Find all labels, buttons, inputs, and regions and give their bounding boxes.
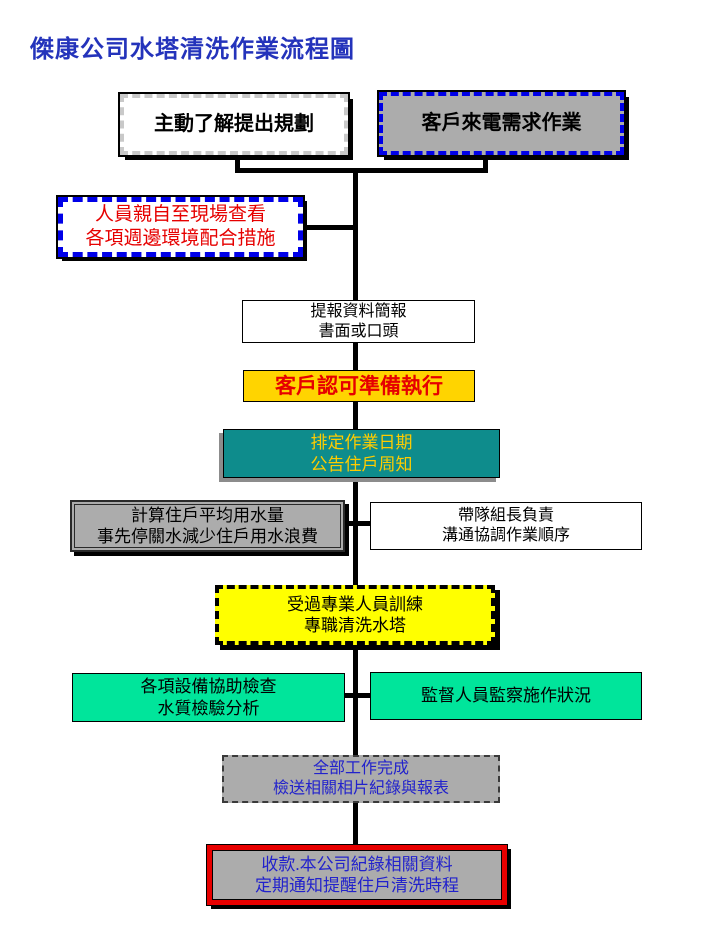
connector-site-visit-stub	[301, 225, 355, 230]
flow-box-water-calc-line2: 事先停關水減少住戶用水浪費	[97, 527, 318, 546]
flow-box-equipment-line1: 各項設備協助檢查	[140, 677, 277, 697]
flow-box-equipment-line2: 水質檢驗分析	[157, 698, 260, 718]
flow-box-briefing: 提報資料簡報 書面或口頭	[242, 300, 475, 343]
flow-box-team-lead-line2: 溝通協調作業順序	[441, 527, 570, 544]
flow-box-water-calc-line1: 計算住戶平均用水量	[131, 505, 284, 525]
flow-box-team-lead-line1: 帶隊組長負責	[457, 507, 554, 524]
connector-equipment-stub	[343, 693, 373, 698]
flow-box-supervision: 監督人員監察施作狀況	[370, 672, 642, 720]
connector-main-vertical	[353, 168, 358, 845]
flow-box-payment-line1: 收款.本公司紀錄相關資料	[261, 854, 453, 874]
connector-plan-stub	[235, 156, 240, 170]
flow-box-site-visit-line1: 人員親自至現場查看	[94, 204, 266, 226]
flow-box-plan-label: 主動了解提出規劃	[154, 113, 314, 135]
connector-top-horizontal	[235, 168, 488, 173]
flow-box-customer-call-label: 客戶來電需求作業	[421, 112, 582, 134]
flow-box-supervision-label: 監督人員監察施作狀況	[421, 686, 591, 706]
flow-box-trained-crew-line1: 受過專業人員訓練	[287, 594, 423, 614]
connector-water-calc-stub	[343, 521, 373, 526]
flow-box-plan: 主動了解提出規劃	[118, 92, 350, 157]
flow-box-customer-call: 客戶來電需求作業	[377, 90, 626, 157]
flow-box-completion-line1: 全部工作完成	[312, 760, 409, 777]
flow-box-site-visit-line2: 各項週邊環境配合措施	[85, 228, 276, 249]
flow-box-approval-label: 客戶認可準備執行	[275, 373, 443, 398]
connector-call-stub	[483, 155, 488, 170]
page-title: 傑康公司水塔清洗作業流程圖	[30, 36, 355, 63]
flow-box-completion-line2: 檢送相關相片紀錄與報表	[272, 780, 449, 797]
flow-box-schedule-line1: 排定作業日期	[310, 433, 413, 453]
flow-box-payment-line2: 定期通知提醒住戶清洗時程	[255, 876, 459, 895]
flow-box-schedule: 排定作業日期 公告住戶周知	[223, 429, 500, 478]
flow-box-site-visit: 人員親自至現場查看 各項週邊環境配合措施	[56, 195, 305, 259]
flow-box-payment: 收款.本公司紀錄相關資料 定期通知提醒住戶清洗時程	[206, 844, 508, 906]
flow-box-trained-crew-line2: 專職清洗水塔	[304, 616, 406, 635]
flow-box-schedule-line2: 公告住戶周知	[310, 454, 413, 474]
flow-box-briefing-line1: 提報資料簡報	[310, 302, 407, 320]
flow-box-briefing-line2: 書面或口頭	[318, 322, 399, 340]
flow-box-team-lead: 帶隊組長負責 溝通協調作業順序	[370, 502, 642, 550]
flow-box-trained-crew: 受過專業人員訓練 專職清洗水塔	[215, 585, 495, 645]
flow-box-approval: 客戶認可準備執行	[243, 370, 475, 402]
flow-box-equipment: 各項設備協助檢查 水質檢驗分析	[72, 673, 345, 722]
flow-box-completion: 全部工作完成 檢送相關相片紀錄與報表	[222, 755, 500, 803]
flow-box-water-calc: 計算住戶平均用水量 事先停關水減少住戶用水浪費	[70, 500, 345, 552]
